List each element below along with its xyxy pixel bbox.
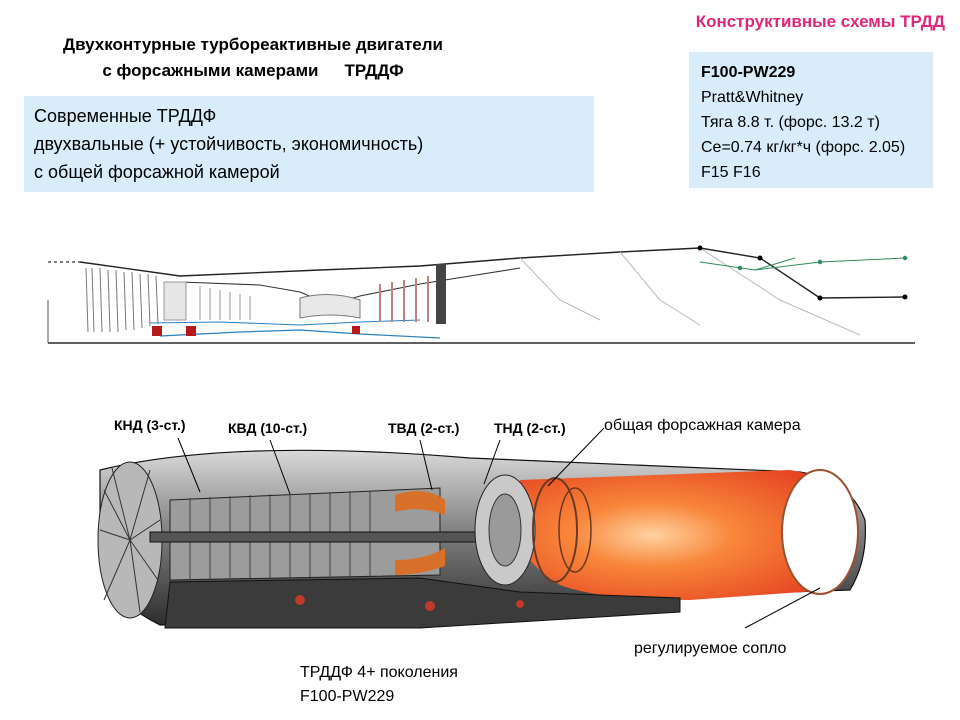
spec-aircraft: F15 F16 [701,164,761,181]
callout-leaders [177,427,821,629]
slide-title: Двухконтурные турбореактивные двигатели … [18,32,488,84]
slide-title-abbrev: ТРДДФ [344,61,404,80]
slide-title-line2: с форсажными камерами ТРДДФ [18,58,488,84]
engine-accessories [164,577,681,629]
callout-hpc: КВД (10-ст.) [228,420,308,436]
description-box: Современные ТРДДФ двухвальные (+ устойчи… [24,96,594,192]
callout-afterburner: общая форсажная камера [604,417,801,434]
description-line3: с общей форсажной камерой [34,162,280,182]
engine-shaft [149,531,521,543]
flame-holder [532,477,578,583]
spec-box: F100-PW229 Pratt&Whitney Тяга 8.8 т. (фо… [689,52,933,188]
schematic-turbine [379,276,429,322]
schematic-turbine-frame [436,264,446,324]
combustor-cutaway [395,491,445,515]
schematic-nozzle-open [699,257,906,271]
description-line2: двухвальные (+ устойчивость, экономичнос… [34,134,424,154]
spec-maker: Pratt&Whitney [701,89,804,106]
engine-caption-line1: ТРДДФ 4+ поколения [300,664,458,681]
spec-sfc: Се=0.74 кг/кг*ч (форс. 2.05) [701,139,906,156]
afterburner-flame [520,470,851,600]
schematic-actuators [152,326,360,336]
schematic-outer-casing [79,247,906,299]
schematic-shaft [159,329,441,339]
callout-nozzle: регулируемое сопло [634,640,787,657]
callout-lpc: КНД (3-ст.) [114,417,186,433]
schematic-combustor [299,294,361,319]
slide-title-line2-text: с форсажными камерами [102,61,319,80]
callout-hpt: ТВД (2-ст.) [388,420,460,436]
description-line1: Современные ТРДДФ [34,106,217,126]
slide-title-line1: Двухконтурные турбореактивные двигатели [62,35,444,54]
section-title: Конструктивные схемы ТРДД [695,12,945,31]
spec-thrust: Тяга 8.8 т. (форс. 13.2 т) [701,114,880,131]
engine-caption: ТРДДФ 4+ поколения F100-PW229 [300,661,458,709]
callout-lpt: ТНД (2-ст.) [494,420,566,436]
nozzle-exit [781,469,859,595]
engine-caption-line2: F100-PW229 [300,688,395,705]
fan-blades-cutaway [99,467,161,613]
schematic-fan-blades [85,267,159,333]
spec-model: F100-PW229 [701,64,796,81]
